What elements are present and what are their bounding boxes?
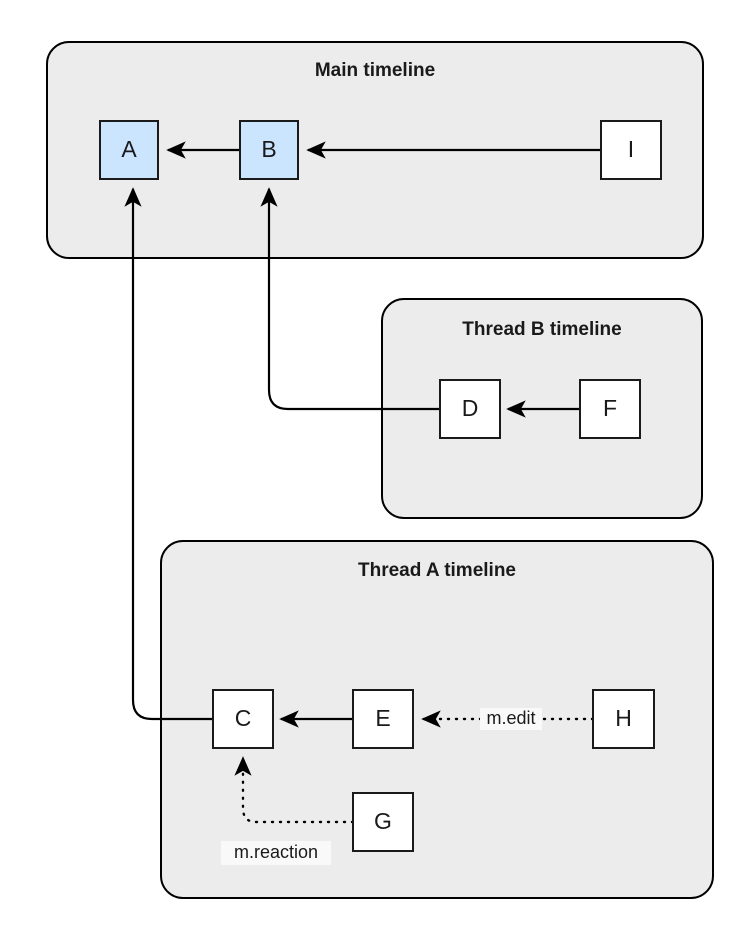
- edge-I-B: [306, 141, 601, 159]
- node-label: E: [375, 705, 390, 731]
- edge-F-D: [506, 400, 580, 418]
- node-label: C: [235, 705, 252, 731]
- node-box[interactable]: [352, 792, 414, 852]
- node-label: G: [374, 808, 392, 834]
- event-node-C[interactable]: C: [212, 689, 274, 749]
- event-node-A[interactable]: A: [99, 120, 159, 180]
- node-label: A: [121, 136, 137, 162]
- arrowhead-icon: [306, 141, 326, 159]
- event-node-E[interactable]: E: [352, 689, 414, 749]
- arrowhead-icon: [166, 141, 186, 159]
- node-box[interactable]: [439, 379, 501, 439]
- node-label: D: [462, 395, 479, 421]
- edge-label-text: m.edit: [486, 708, 535, 728]
- edge-E-C: [279, 710, 353, 728]
- edge-labels-layer: m.edit m.reaction: [221, 708, 542, 865]
- arrowhead-icon: [279, 710, 299, 728]
- event-node-F[interactable]: F: [579, 379, 641, 439]
- arrowhead-icon: [234, 756, 252, 776]
- arrowhead-icon: [506, 400, 526, 418]
- edge-label-G-C: m.reaction: [221, 841, 331, 865]
- edge-label-text: m.reaction: [234, 842, 318, 862]
- nodes-layer: A B I D F C E H G: [99, 120, 662, 852]
- edge-label-background: [221, 841, 331, 865]
- container-title: Thread A timeline: [358, 560, 516, 581]
- arrowhead-icon: [124, 187, 142, 207]
- edge-B-A: [166, 141, 240, 159]
- node-label: I: [628, 136, 634, 162]
- node-label: H: [615, 705, 632, 731]
- node-label: B: [261, 136, 276, 162]
- node-box[interactable]: [239, 120, 299, 180]
- node-box[interactable]: [352, 689, 414, 749]
- edge-label-H-E: m.edit: [480, 708, 542, 730]
- edge-G-C: [234, 756, 355, 824]
- edge-C-A: [124, 187, 213, 721]
- node-box[interactable]: [99, 120, 159, 180]
- edge-label-background: [480, 708, 542, 730]
- node-box[interactable]: [592, 689, 655, 749]
- container-title: Main timeline: [315, 60, 435, 81]
- event-node-I[interactable]: I: [600, 120, 662, 180]
- edge-line: [241, 764, 355, 824]
- event-node-D[interactable]: D: [439, 379, 501, 439]
- arrowhead-icon: [260, 187, 278, 207]
- event-node-G[interactable]: G: [352, 792, 414, 852]
- container-title: Thread B timeline: [462, 319, 621, 340]
- arrowhead-icon: [421, 710, 441, 728]
- node-label: F: [603, 395, 617, 421]
- edge-line: [267, 189, 440, 411]
- edge-line: [131, 189, 213, 721]
- event-node-B[interactable]: B: [239, 120, 299, 180]
- event-node-H[interactable]: H: [592, 689, 655, 749]
- node-box[interactable]: [212, 689, 274, 749]
- node-box[interactable]: [600, 120, 662, 180]
- edges-layer: [124, 141, 601, 824]
- node-box[interactable]: [579, 379, 641, 439]
- edge-H-E: [421, 710, 595, 728]
- edge-D-B: [260, 187, 440, 411]
